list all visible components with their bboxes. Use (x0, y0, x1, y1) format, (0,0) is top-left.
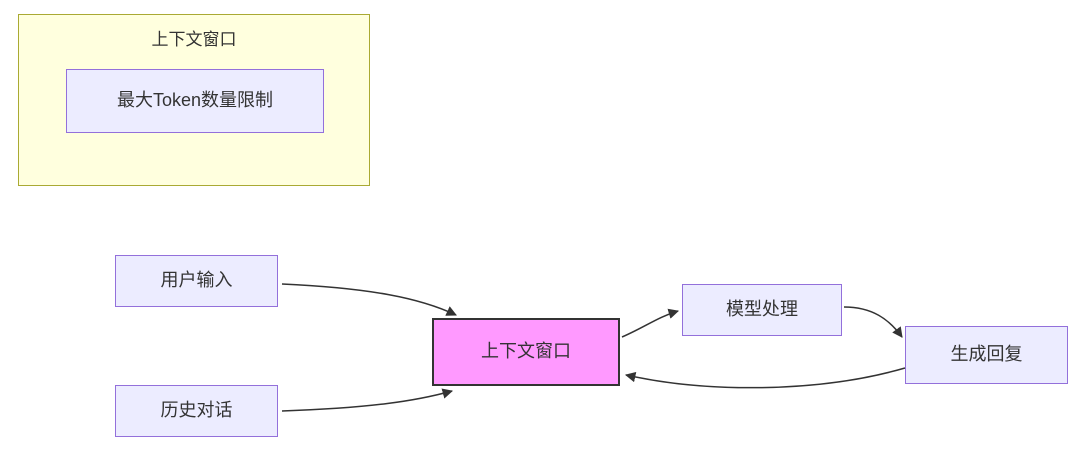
node-user-input: 用户输入 (115, 255, 278, 307)
edge-context-to-model (621, 308, 680, 338)
node-context-window: 上下文窗口 (432, 318, 620, 386)
node-history-dialogue: 历史对话 (115, 385, 278, 437)
edge-model-to-reply (843, 306, 903, 338)
subgraph-title: 上下文窗口 (151, 30, 237, 49)
subgraph-context-window: 上下文窗口 最大Token数量限制 (18, 14, 370, 186)
edge-history-to-context (281, 388, 454, 412)
node-model-process: 模型处理 (682, 284, 842, 336)
edge-user-input-to-context (281, 283, 457, 316)
node-max-token-limit: 最大Token数量限制 (66, 69, 324, 133)
edge-reply-to-context (624, 367, 906, 389)
node-generate-reply: 生成回复 (905, 326, 1068, 384)
